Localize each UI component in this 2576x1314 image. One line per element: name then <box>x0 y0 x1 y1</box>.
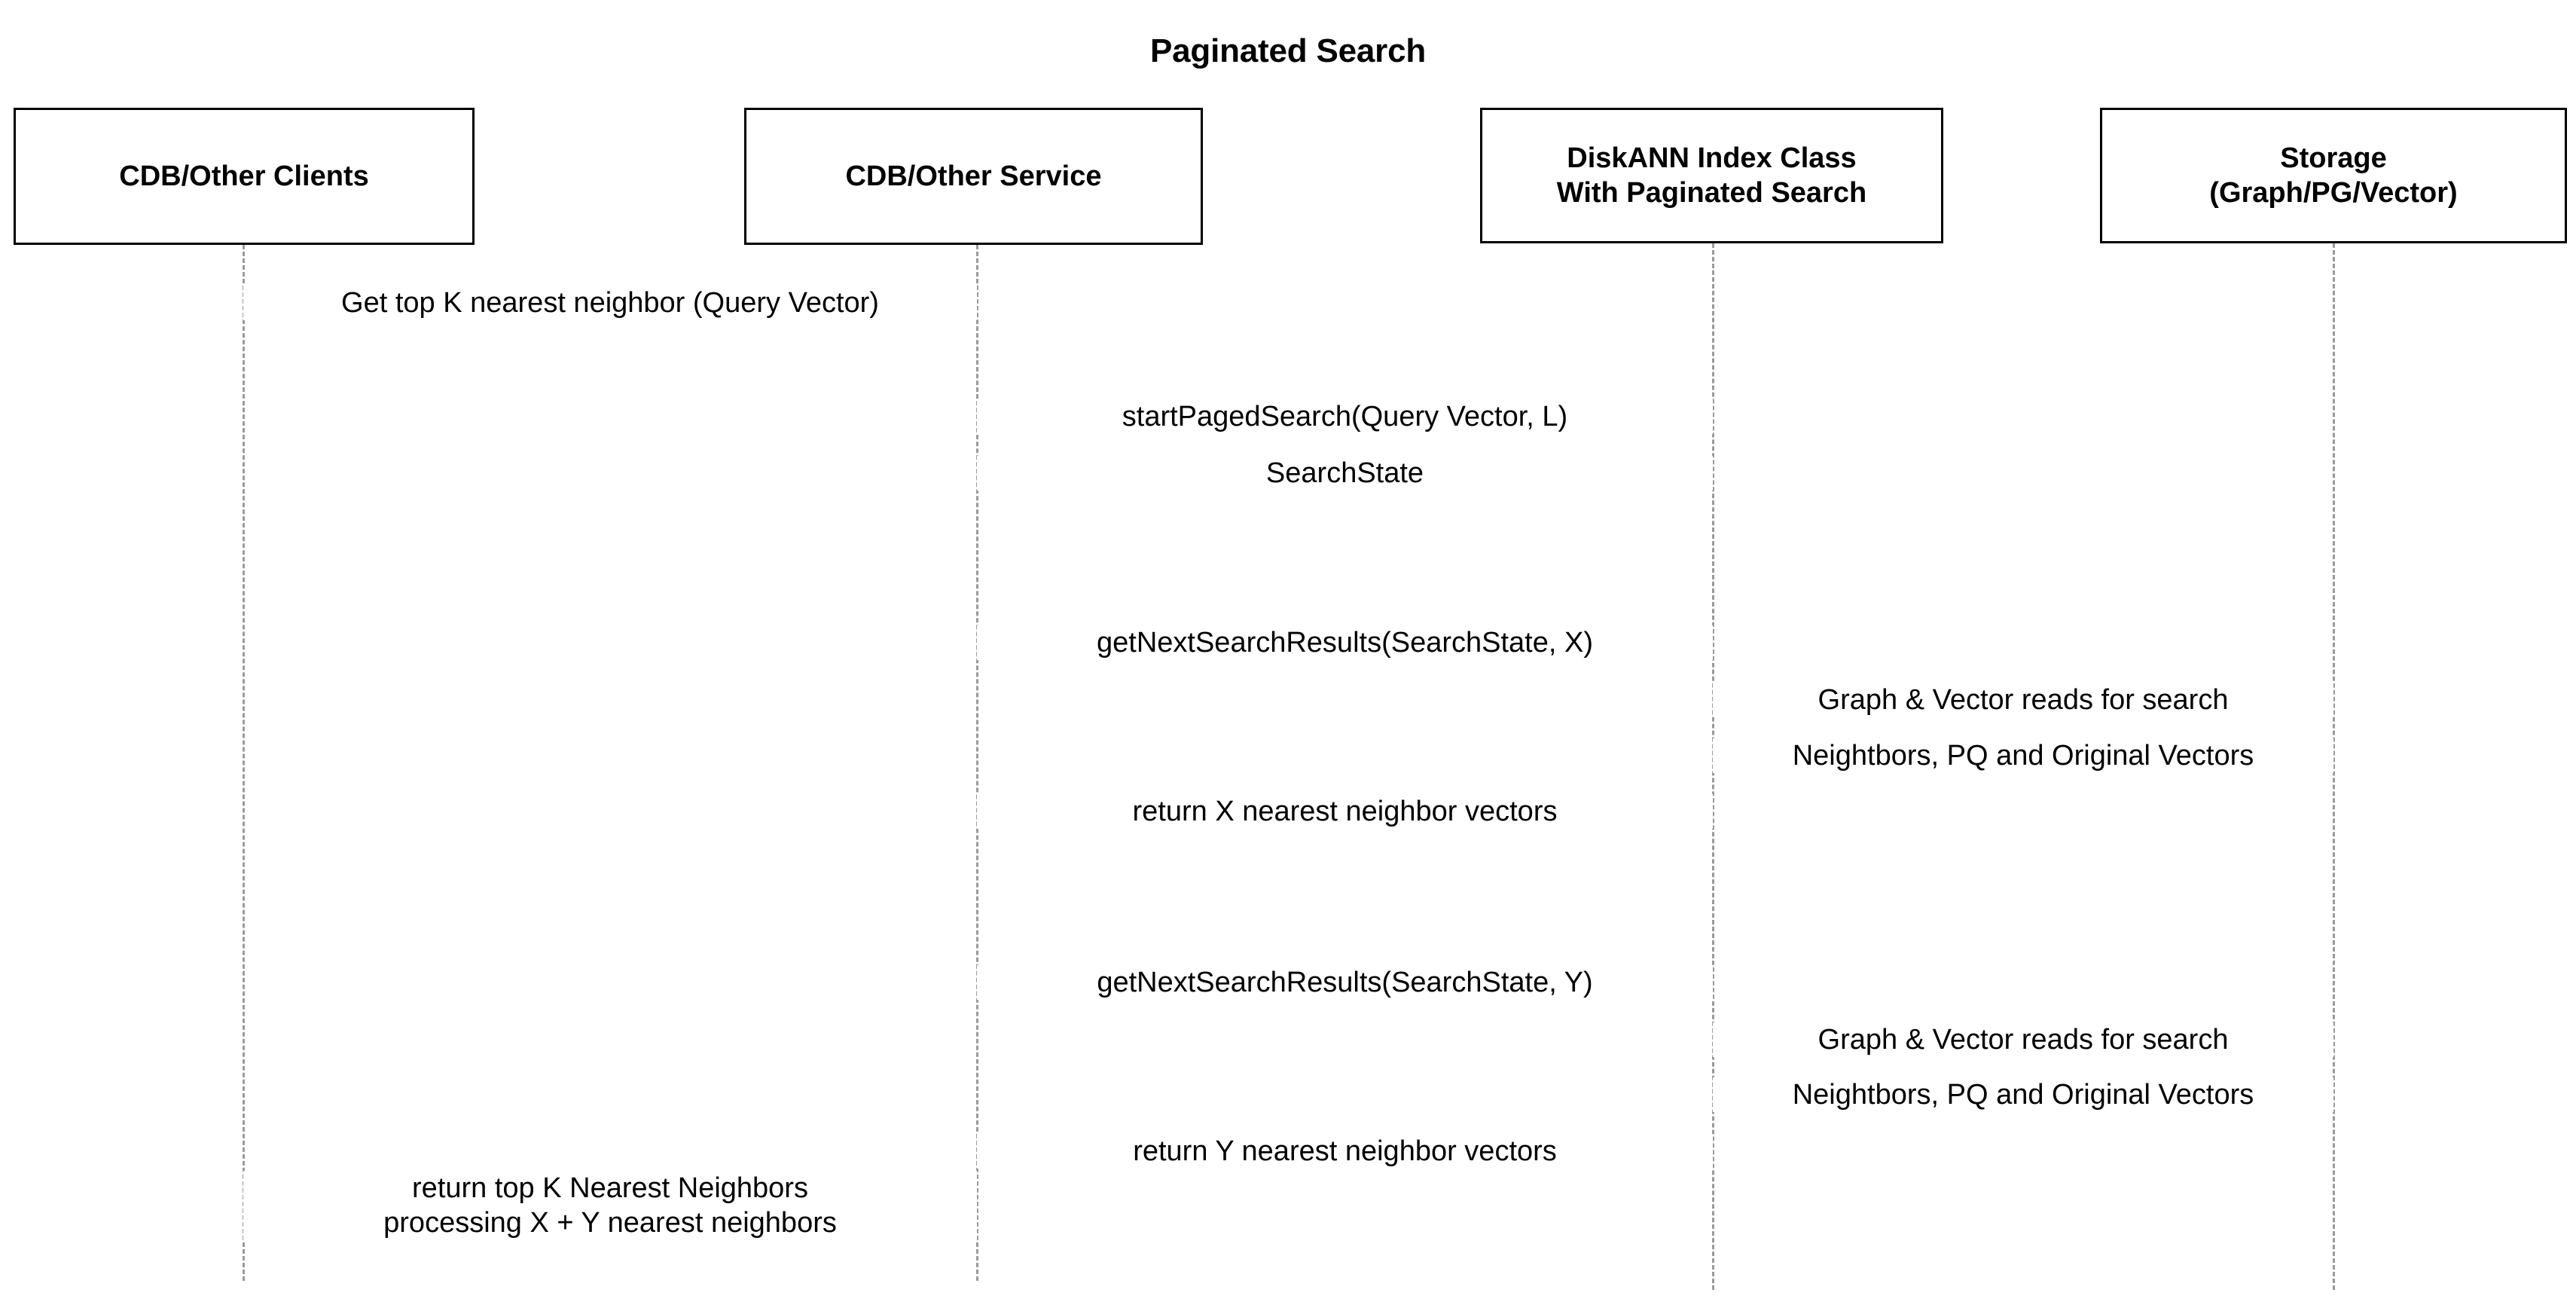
message-label: Neightbors, PQ and Original Vectors <box>1713 738 2333 774</box>
participant-box-storage[interactable]: Storage (Graph/PG/Vector) <box>2100 108 2567 243</box>
lifeline-service <box>976 245 978 1281</box>
message-label: startPagedSearch(Query Vector, L) <box>977 399 1713 435</box>
lifeline-clients <box>243 245 245 1281</box>
message-label: Graph & Vector reads for search <box>1713 1022 2333 1058</box>
message-label: getNextSearchResults(SearchState, X) <box>977 625 1713 661</box>
participant-label: DiskANN Index Class With Paginated Searc… <box>1556 142 1867 209</box>
message-label: Get top K nearest neighbor (Query Vector… <box>243 286 977 321</box>
participant-box-service[interactable]: CDB/Other Service <box>744 108 1203 245</box>
participant-box-clients[interactable]: CDB/Other Clients <box>14 108 475 245</box>
message-label: SearchState <box>977 456 1713 491</box>
message-label: return top K Nearest Neighbors processin… <box>243 1171 977 1241</box>
message-label: return Y nearest neighbor vectors <box>977 1134 1713 1169</box>
participant-label: Storage (Graph/PG/Vector) <box>2209 142 2458 209</box>
participant-label: CDB/Other Clients <box>119 160 369 192</box>
message-label: getNextSearchResults(SearchState, Y) <box>977 965 1713 1001</box>
message-label: Graph & Vector reads for search <box>1713 683 2333 718</box>
message-label: Neightbors, PQ and Original Vectors <box>1713 1077 2333 1113</box>
message-label: return X nearest neighbor vectors <box>977 794 1713 830</box>
participant-box-diskann[interactable]: DiskANN Index Class With Paginated Searc… <box>1480 108 1943 243</box>
page-title: Paginated Search <box>1149 32 1427 69</box>
participant-label: CDB/Other Service <box>845 160 1102 192</box>
lifeline-storage <box>2333 243 2335 1290</box>
